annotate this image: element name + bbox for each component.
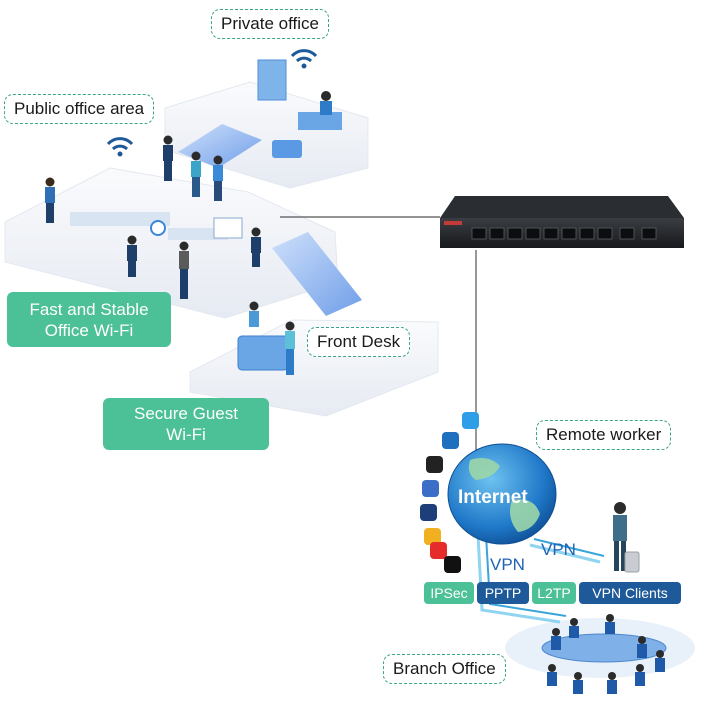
switch-logo: [444, 221, 462, 225]
internet-label: Internet: [458, 487, 528, 508]
ethernet-port: [525, 227, 541, 240]
reception-counter: [237, 335, 289, 371]
guest-wifi-line1: Secure Guest: [134, 404, 238, 423]
person: [163, 135, 173, 181]
protocol-vpn-clients: VPN Clients: [579, 582, 681, 604]
person: [637, 636, 647, 658]
protocol-pptp: PPTP: [477, 582, 529, 604]
router-switch: [440, 196, 684, 248]
front-desk-label: Front Desk: [307, 327, 411, 357]
switch-top: [440, 196, 684, 218]
person: [285, 321, 295, 375]
cabling: [280, 216, 605, 624]
office-wifi-line2: Office Wi-Fi: [44, 320, 134, 340]
vpn-label-branch: VPN: [490, 555, 525, 574]
internet-globe: [447, 443, 557, 545]
person: [655, 650, 665, 672]
notes-app-icon: [424, 528, 441, 545]
vpn-link-remote: [529, 543, 601, 564]
front-desk-props: [237, 301, 295, 375]
person: [251, 227, 261, 267]
person: [45, 177, 55, 223]
monitor: [213, 217, 243, 239]
camera-app-icon: [422, 480, 439, 497]
ethernet-port: [597, 227, 613, 240]
office-wifi-line1: Fast and Stable: [29, 299, 149, 319]
twitter-icon: [462, 412, 479, 429]
branch-office-people: [547, 614, 665, 694]
vpn-link-remote: [533, 538, 605, 557]
person: [573, 672, 583, 694]
vpn-link-branch: [485, 534, 567, 617]
gear-icon: [150, 220, 166, 236]
office-worker-body: [320, 101, 332, 115]
person: [179, 241, 189, 299]
ethernet-port: [543, 227, 559, 240]
person: [635, 664, 645, 686]
app-icons: [420, 412, 479, 573]
ethernet-port: [489, 227, 505, 240]
person: [249, 301, 259, 327]
firefox-icon: [442, 432, 459, 449]
bookshelf: [257, 59, 287, 101]
private-office-label: Private office: [211, 9, 329, 39]
office-worker-head: [321, 91, 331, 101]
suitcase: [624, 551, 640, 573]
cabinet: [272, 140, 302, 158]
remote-worker-figure: [613, 502, 640, 573]
person: [191, 151, 201, 197]
guest-wifi-line2: Wi-Fi: [166, 425, 206, 444]
ethernet-port: [619, 227, 635, 240]
public-office-floor: [4, 167, 339, 319]
wifi-icon: [290, 49, 318, 69]
desk: [168, 228, 228, 240]
branch-meeting-table: [541, 633, 667, 663]
lower-stairs: [272, 232, 362, 316]
protocol-l2tp: L2TP: [532, 582, 576, 604]
person: [547, 664, 557, 686]
vpn-link-branch: [476, 534, 561, 624]
ethernet-port: [507, 227, 523, 240]
office-wifi-feature: Fast and Stable Office Wi-Fi: [7, 292, 171, 347]
youtube-icon: [430, 542, 447, 559]
ethernet-port: [471, 227, 487, 240]
person: [213, 155, 223, 201]
protocol-ipsec: IPSec: [424, 582, 474, 604]
remote-worker-label: Remote worker: [536, 420, 672, 450]
ethernet-ports: [471, 227, 657, 240]
wifi-icon: [106, 137, 134, 157]
person: [607, 672, 617, 694]
public-office-props: [45, 135, 261, 299]
ethernet-port: [579, 227, 595, 240]
guest-wifi-feature: Secure Guest Wi-Fi: [103, 398, 269, 450]
vpn-label-remote: VPN: [541, 540, 576, 559]
ethernet-port: [561, 227, 577, 240]
branch-office-label: Branch Office: [383, 654, 506, 684]
ethernet-port: [641, 227, 657, 240]
tiktok-icon: [444, 556, 461, 573]
photoshop-icon: [420, 504, 437, 521]
private-office-props: [257, 49, 342, 158]
person: [569, 618, 579, 638]
person: [551, 628, 561, 650]
public-office-area-label: Public office area: [4, 94, 155, 124]
amazon-icon: [426, 456, 443, 473]
person: [605, 614, 615, 634]
reception-desk: [298, 112, 342, 130]
person: [127, 235, 137, 277]
desk: [70, 212, 170, 226]
